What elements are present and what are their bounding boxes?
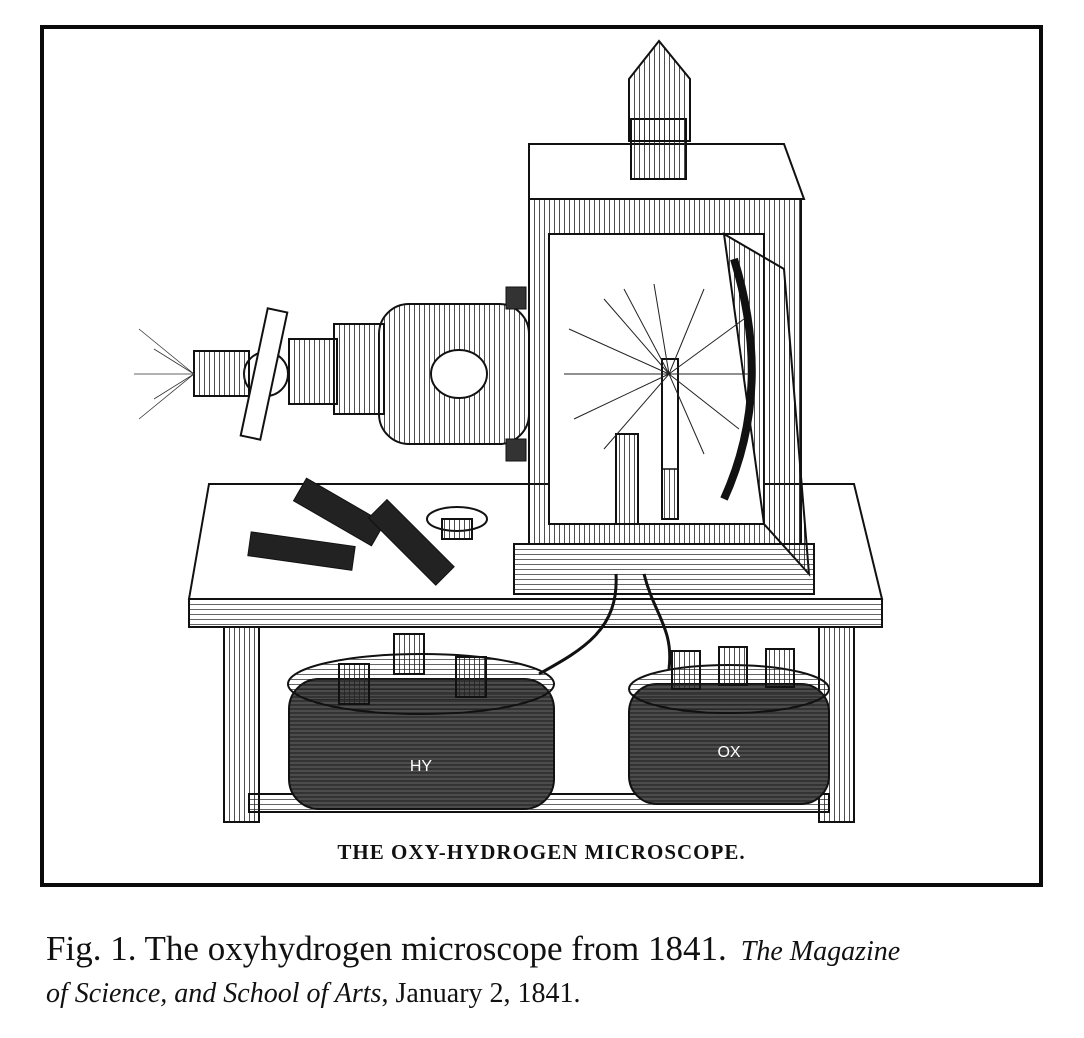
source-title-part2: of Science, and School of Arts bbox=[46, 978, 382, 1009]
bag-label-hy: HY bbox=[410, 758, 433, 775]
gas-bag-ox: OX bbox=[628, 646, 830, 805]
microscope-tube bbox=[134, 286, 530, 462]
slides bbox=[247, 477, 488, 586]
figure-label: Fig. 1. The oxyhydrogen microscope from … bbox=[46, 929, 727, 968]
microscope-engraving: HY OX bbox=[134, 39, 884, 823]
gas-bag-hy: HY bbox=[287, 633, 555, 810]
publication-date: , January 2, 1841. bbox=[381, 978, 581, 1009]
figure-caption: Fig. 1. The oxyhydrogen microscope from … bbox=[46, 926, 1046, 1013]
figure-frame: HY OX THE OXY-HYDROGEN MICROSCOPE. bbox=[40, 25, 1043, 887]
engraving-title: THE OXY-HYDROGEN MICROSCOPE. bbox=[337, 840, 746, 864]
source-title-part1: The Magazine bbox=[740, 936, 901, 967]
bag-label-ox: OX bbox=[717, 744, 740, 761]
lamp-house bbox=[513, 39, 815, 595]
gas-tubes bbox=[538, 573, 672, 676]
